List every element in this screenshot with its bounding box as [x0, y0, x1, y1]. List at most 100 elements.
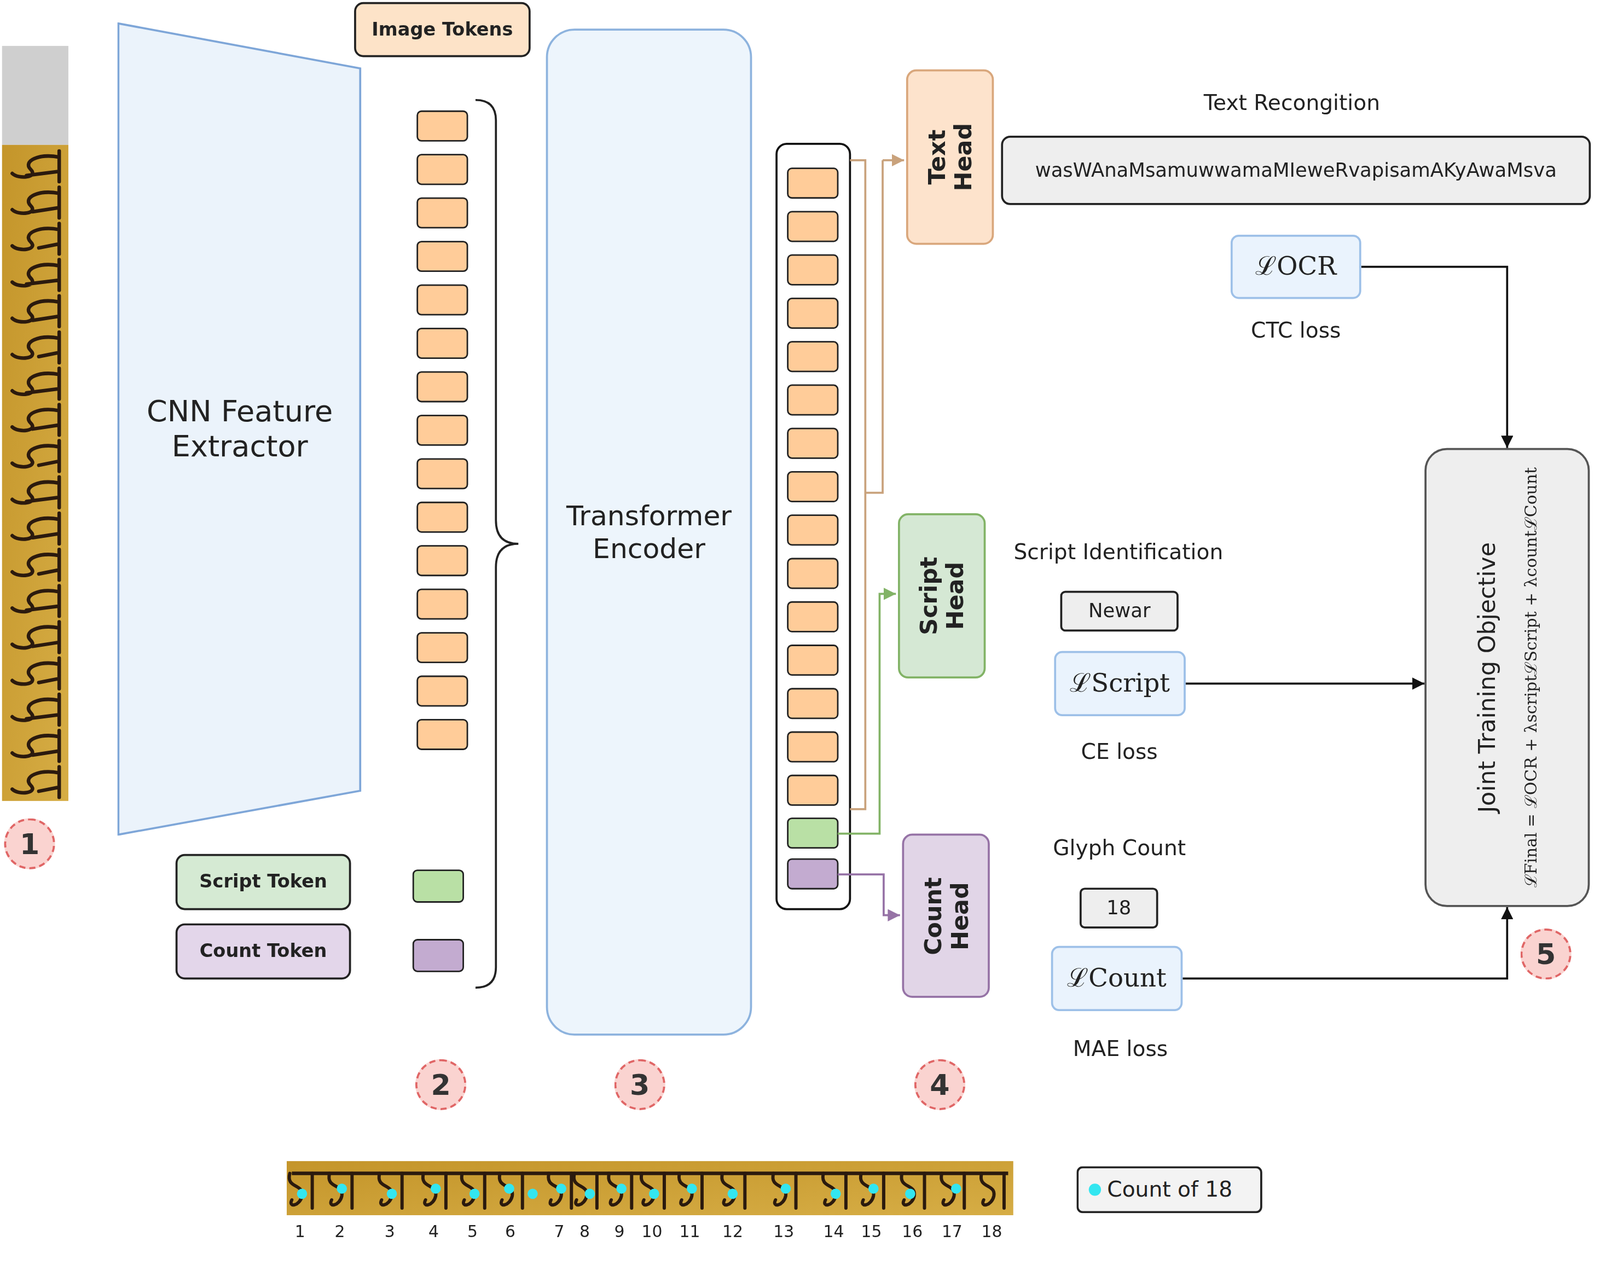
section-label: Glyph Count [1052, 835, 1186, 861]
glyph-stroke [12, 730, 60, 762]
glyph-stroke [941, 1173, 965, 1209]
legend-box: Count of 18 [1076, 1166, 1262, 1214]
head-box: Count Head [901, 833, 990, 999]
manuscript-glyphs [289, 1173, 1009, 1209]
loss-connector [1361, 267, 1508, 449]
glyph-stroke [12, 477, 60, 508]
manuscript-glyphs [12, 151, 60, 798]
output-image-token [787, 688, 838, 719]
image-token [417, 241, 468, 272]
node-label: 18 [1106, 896, 1132, 920]
glyph-stroke [12, 694, 60, 726]
node-label: Count Token [199, 941, 328, 963]
glyph-index: 11 [679, 1221, 701, 1242]
glyph-index: 17 [941, 1221, 963, 1242]
node-label: Text Head [923, 116, 978, 199]
cnn-extractor: CNN Feature Extractor [117, 22, 363, 836]
glyph-stroke [12, 223, 60, 254]
section-label: CE loss [1081, 739, 1158, 765]
glyph-count-dot [616, 1183, 627, 1194]
output-box: 18 [1079, 887, 1159, 929]
glyph-count-dot [584, 1188, 596, 1199]
glyph-count-dot [469, 1188, 480, 1199]
glyph-stroke [12, 259, 60, 291]
loss-box: ℒOCR [1230, 234, 1362, 299]
node-formula: ℒFinal = ℒOCR + λscriptℒScript + λcountℒ… [1522, 467, 1541, 889]
callout-number: 5 [1520, 928, 1572, 980]
glyph-index: 2 [334, 1221, 345, 1242]
glyph-stroke [721, 1173, 745, 1209]
glyph-stroke [772, 1173, 796, 1209]
objective-box: Joint Training Objective ℒFinal = ℒOCR + … [1424, 448, 1590, 908]
callout-number: 4 [914, 1059, 966, 1111]
output-image-token [787, 471, 838, 502]
output-image-token [787, 601, 838, 632]
image-token [417, 198, 468, 228]
glyph-index: 12 [722, 1221, 744, 1242]
glyph-count-dot [297, 1188, 308, 1199]
glyph-index: 16 [901, 1221, 923, 1242]
head-box: Script Head [897, 513, 986, 679]
section-label: Script Identification [1013, 539, 1223, 565]
glyph-stroke [608, 1173, 632, 1209]
image-token [417, 154, 468, 185]
curly-brace [475, 100, 519, 988]
output-image-token [787, 558, 838, 589]
glyph-stroke [860, 1173, 884, 1209]
glyph-index: 15 [861, 1221, 883, 1242]
image-token [417, 372, 468, 402]
node-label: Joint Training Objective [1473, 542, 1500, 814]
image-token [417, 111, 468, 141]
glyph-stroke [12, 513, 60, 544]
text-holder: Script Token [199, 871, 327, 894]
legend-box: Count Token [175, 923, 352, 981]
output-image-token [787, 645, 838, 675]
glyph-index: 4 [428, 1221, 439, 1242]
image-token [417, 633, 468, 663]
glyph-count-dot [830, 1188, 842, 1199]
glyph-stroke [422, 1173, 446, 1209]
glyph-stroke [328, 1173, 352, 1209]
text-holder: Text Head [908, 71, 993, 243]
output-image-token [787, 254, 838, 285]
glyph-count-dot [386, 1188, 398, 1199]
glyph-stroke [12, 296, 60, 327]
text-holder: Count Head [903, 835, 988, 996]
image-token [417, 676, 468, 706]
output-image-token [787, 168, 838, 199]
text-holder: ℒCount [1067, 964, 1167, 994]
text-holder: ℒOCR [1255, 252, 1337, 282]
text-holder: CNN Feature Extractor [127, 395, 352, 463]
glyph-stroke [12, 658, 60, 689]
node-label: Newar [1088, 600, 1151, 623]
glyph-count-dot [503, 1183, 515, 1194]
glyph-stroke [901, 1173, 925, 1209]
output-image-token [787, 515, 838, 546]
glyph-stroke [822, 1173, 846, 1209]
text-holder: ℒScript [1069, 669, 1170, 699]
glyph-index: 3 [384, 1221, 396, 1242]
node-label: Count Head [918, 868, 973, 964]
glyph-stroke [574, 1173, 597, 1209]
legend-text: Count of 18 [1106, 1177, 1233, 1203]
image-token [417, 719, 468, 750]
text-holder: wasWAnaMsamuwwamaMIeweRvapisamAKyAwaMsva [1035, 159, 1557, 182]
glyph-stroke [679, 1173, 703, 1209]
image-token [417, 589, 468, 619]
section-label: MAE loss [1073, 1036, 1168, 1062]
glyph-count-dot [555, 1183, 567, 1194]
callout-number: 1 [3, 818, 55, 870]
text-holder: Script Head [900, 515, 984, 677]
output-image-token [787, 428, 838, 459]
trapezoid-shape [118, 23, 361, 836]
node-label: ℒOCR [1255, 252, 1337, 282]
node-label: ℒScript [1069, 669, 1170, 699]
loss-connector [1182, 907, 1507, 979]
output-image-token [787, 732, 838, 762]
legend-box: Image Tokens [354, 2, 531, 58]
glyph-index: 7 [553, 1221, 565, 1242]
callout-number: 2 [415, 1059, 467, 1111]
glyph-stroke [379, 1173, 403, 1209]
image-token [417, 328, 468, 358]
glyph-index: 5 [467, 1221, 478, 1242]
